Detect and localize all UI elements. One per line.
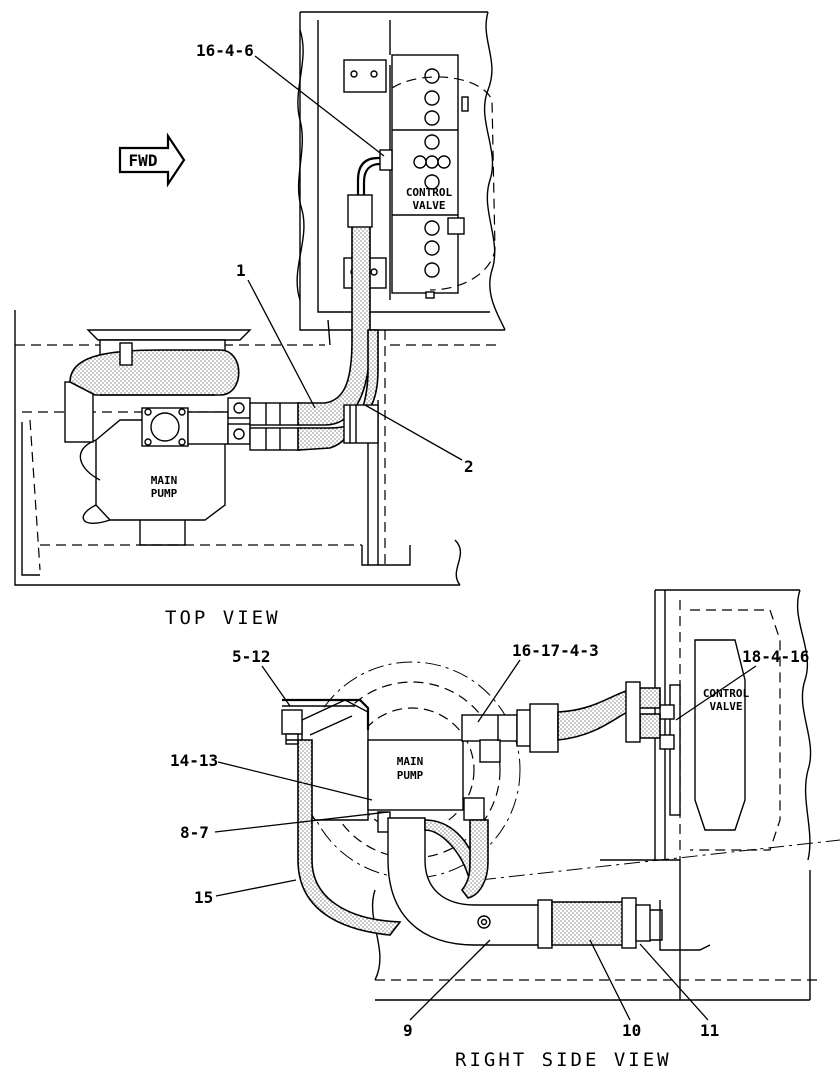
callout-10: 10 xyxy=(622,1021,641,1040)
elbow-tube-9-side xyxy=(387,817,541,946)
control-valve-label-line2: VALVE xyxy=(412,199,445,212)
callouts-top: 16-4-6 1 2 xyxy=(196,41,474,476)
callout-18-4-16: 18-4-16 xyxy=(742,647,809,666)
callout-1: 1 xyxy=(236,261,246,280)
main-pump-label-line2: PUMP xyxy=(151,487,178,500)
fwd-label: FWD xyxy=(129,151,158,170)
main-pump-label-line1: MAIN xyxy=(151,474,178,487)
valve-ports xyxy=(413,68,451,278)
pump-fittings-top xyxy=(187,397,301,451)
control-valve-side-label-line1: CONTROL xyxy=(703,687,750,700)
hose-15-side xyxy=(286,739,402,936)
control-valve-side-label-line2: VALVE xyxy=(709,700,742,713)
control-valve-top: CONTROL VALVE xyxy=(391,54,496,299)
top-view-caption: TOP VIEW xyxy=(165,607,281,629)
main-pump-side: MAIN PUMP xyxy=(301,661,521,879)
callout-16-17-4-3: 16-17-4-3 xyxy=(512,641,599,660)
main-pump-side-label-line1: MAIN xyxy=(397,755,424,768)
callout-15: 15 xyxy=(194,888,213,907)
main-pump-top: MAIN PUMP xyxy=(64,329,252,546)
fwd-arrow: FWD xyxy=(118,132,186,188)
callout-2: 2 xyxy=(464,457,474,476)
control-valve-side: CONTROL VALVE xyxy=(659,609,781,851)
callouts-side: 5-12 16-17-4-3 18-4-16 14-13 8-7 15 9 10… xyxy=(170,641,809,1040)
callout-14-13: 14-13 xyxy=(170,751,218,770)
mounting-bracket-side xyxy=(281,698,370,745)
hose-to-valve-side xyxy=(557,681,661,743)
hoses-top xyxy=(297,149,393,451)
callout-9: 9 xyxy=(403,1021,413,1040)
callout-16-4-6: 16-4-6 xyxy=(196,41,254,60)
callout-8-7: 8-7 xyxy=(180,823,209,842)
callout-11: 11 xyxy=(700,1021,719,1040)
valve-housing xyxy=(296,11,506,331)
right-side-view-caption: RIGHT SIDE VIEW xyxy=(455,1049,672,1071)
pump-outlet-fitting-side xyxy=(461,703,559,763)
right-side-view: CONTROL VALVE MAIN PUMP xyxy=(170,589,840,1071)
control-valve-label-line1: CONTROL xyxy=(406,186,453,199)
callout-5-12: 5-12 xyxy=(232,647,271,666)
main-pump-side-label-line2: PUMP xyxy=(397,769,424,782)
top-view: CONTROL VALVE FWD xyxy=(14,11,506,629)
hose-10-side xyxy=(537,897,711,951)
